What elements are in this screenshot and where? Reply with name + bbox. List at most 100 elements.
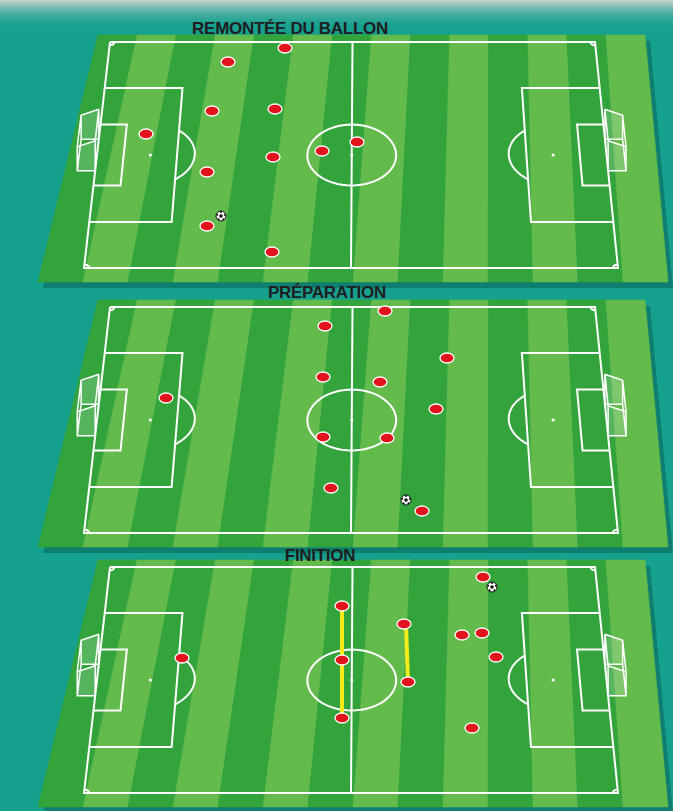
corner-arc <box>84 265 89 268</box>
centre-spot <box>350 153 353 156</box>
player-dot <box>350 137 364 147</box>
touch-line <box>84 307 618 533</box>
corner-arc <box>590 42 595 45</box>
touch-line <box>84 567 618 793</box>
corner-arc <box>110 42 115 45</box>
ball-body <box>216 211 226 221</box>
player-dot <box>455 630 469 640</box>
football-pitch <box>38 300 673 553</box>
corner-arc <box>613 265 618 268</box>
ball-patch <box>407 502 409 504</box>
penalty-arc <box>175 396 195 445</box>
player-dot <box>205 106 219 116</box>
penalty-arc <box>509 131 528 180</box>
ball <box>487 582 497 592</box>
penalty-spot <box>149 418 152 421</box>
ball <box>216 211 226 221</box>
corner-arc <box>613 530 618 533</box>
corner-arc <box>590 307 595 310</box>
ball-patch <box>405 495 407 497</box>
grass-stripe <box>443 560 489 807</box>
penalty-arc <box>509 396 528 445</box>
player-dot <box>380 433 394 443</box>
ball <box>401 495 411 505</box>
penalty-box <box>522 353 613 487</box>
ball-patch <box>401 498 403 500</box>
corner-arc <box>84 790 89 793</box>
ball-patch <box>224 214 226 216</box>
halfway-line <box>351 307 353 533</box>
ball-patch <box>489 589 491 591</box>
grass-stripe <box>398 560 450 807</box>
penalty-spot <box>552 678 555 681</box>
pitch-markings <box>77 567 626 793</box>
player-dot <box>401 677 415 687</box>
player-dot <box>316 432 330 442</box>
player-dot <box>335 601 349 611</box>
ball-patch <box>403 502 405 504</box>
penalty-box <box>522 613 613 747</box>
centre-circle <box>307 390 396 451</box>
player-dot <box>200 167 214 177</box>
ball-patch <box>404 498 408 502</box>
halfway-line <box>351 42 353 268</box>
ball-body <box>401 495 411 505</box>
ball-patch <box>409 498 411 500</box>
player-dot <box>200 221 214 231</box>
centre-circle <box>307 650 396 711</box>
penalty-box <box>89 613 182 747</box>
goal-frame <box>77 634 99 696</box>
player-dot <box>159 393 173 403</box>
player-dot <box>475 628 489 638</box>
section-heading: PRÉPARATION <box>268 284 386 302</box>
corner-arc <box>590 567 595 570</box>
ball-patch <box>216 214 218 216</box>
section-heading: FINITION <box>285 547 355 565</box>
touch-line <box>84 42 618 268</box>
player-dot <box>378 306 392 316</box>
player-dot <box>476 572 490 582</box>
ball-patch <box>218 218 220 220</box>
ball-patch <box>487 585 489 587</box>
goal-frame <box>77 374 99 436</box>
player-dot <box>397 619 411 629</box>
player-dot <box>415 506 429 516</box>
centre-spot <box>350 418 353 421</box>
corner-arc <box>110 567 115 570</box>
ball-body <box>487 582 497 592</box>
penalty-box <box>89 88 182 222</box>
penalty-spot <box>149 678 152 681</box>
pitch-markings <box>77 307 626 533</box>
goal-frame <box>605 109 626 171</box>
penalty-box <box>522 88 613 222</box>
ball-patch <box>220 211 222 213</box>
corner-arc <box>84 530 89 533</box>
player-dot <box>324 483 338 493</box>
player-dot <box>265 247 279 257</box>
centre-spot <box>350 678 353 681</box>
penalty-spot <box>149 153 152 156</box>
penalty-spot <box>552 153 555 156</box>
penalty-spot <box>552 418 555 421</box>
defensive-line <box>406 624 408 682</box>
corner-arc <box>110 307 115 310</box>
player-dot <box>139 129 153 139</box>
penalty-arc <box>509 656 528 705</box>
ball-patch <box>490 585 494 589</box>
goal-frame <box>77 109 99 171</box>
player-dot <box>429 404 443 414</box>
grass-stripe <box>443 35 489 282</box>
player-dot <box>335 655 349 665</box>
player-dot <box>373 377 387 387</box>
player-dot <box>268 104 282 114</box>
ball-patch <box>222 218 224 220</box>
centre-circle <box>307 125 396 186</box>
corner-arc <box>613 790 618 793</box>
ball-patch <box>495 585 497 587</box>
football-pitch <box>38 35 673 288</box>
player-dot <box>440 353 454 363</box>
goal-frame <box>605 374 626 436</box>
grass-stripe <box>398 300 450 547</box>
